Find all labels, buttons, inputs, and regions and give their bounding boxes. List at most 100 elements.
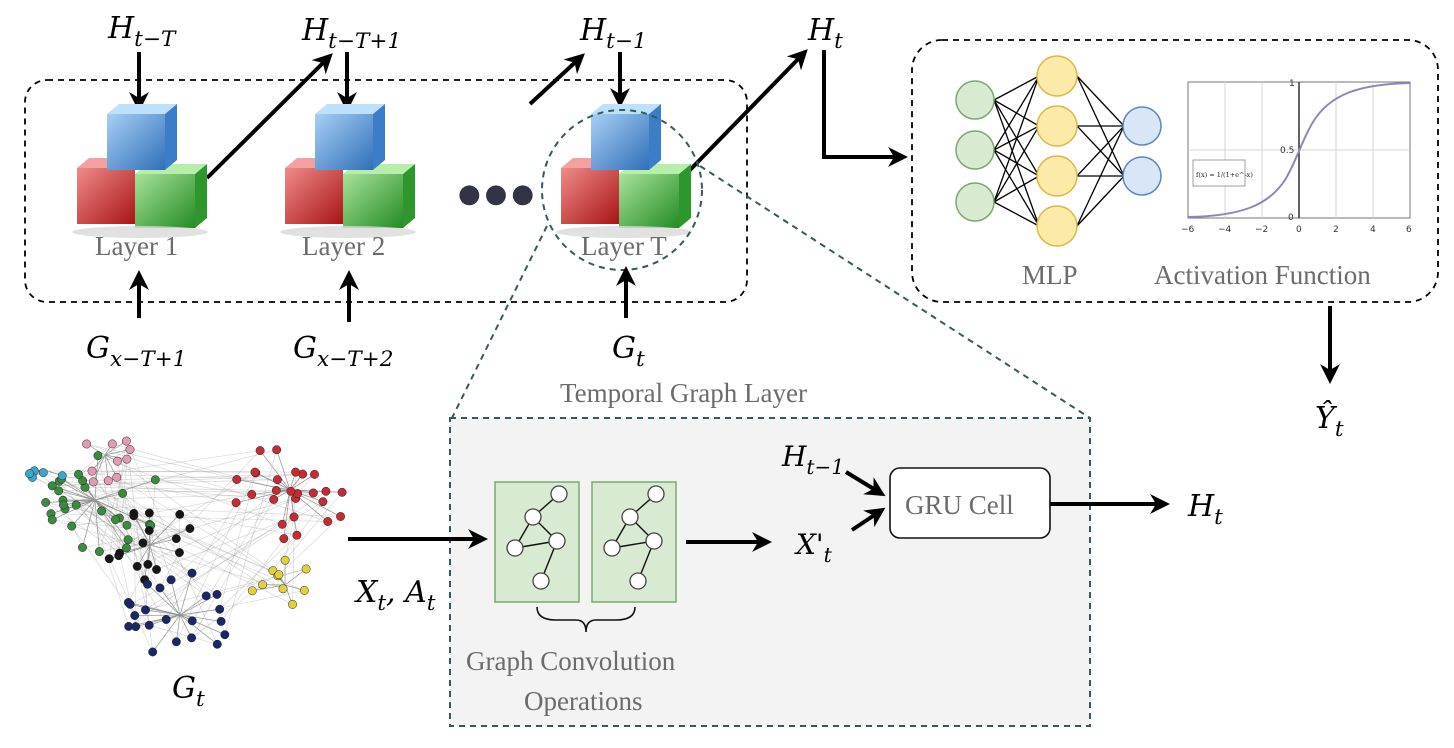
gru-cell-label: GRU Cell [905,490,1014,520]
network-node [124,621,134,631]
network-node [88,477,98,487]
layer-1-label: Layer 1 [95,231,178,261]
graph-conv-label-line1: Graph Convolution [466,646,676,676]
zoom-line-right [699,165,1091,419]
network-node [144,508,154,518]
g-x-minus-T-plus-2-label: Gx−T+2 [293,331,393,372]
h-t-minus-1-label: Ht−1 [579,13,647,54]
network-node [143,579,152,589]
y-tick-1: 1 [1289,79,1295,89]
network-node [144,526,154,535]
network-node [280,555,290,565]
arrow-layerT-to-ht [686,49,808,174]
x-prime-t-label: X't [794,528,833,567]
ellipsis-dots: ●●● [458,179,538,209]
network-node [279,534,289,544]
g-t-bottom-label: Gt [172,671,205,712]
network-node [125,445,135,455]
mlp-network [955,55,1162,247]
network-node [321,486,331,496]
network-node [25,469,34,479]
network-node [336,512,345,521]
y-hat-t-label: Ŷt [1315,400,1344,442]
network-node [274,570,284,580]
network-node [93,451,103,461]
network-node [129,508,139,518]
network-node [155,583,165,593]
network-node [299,585,309,595]
arrow-to-h-t-minus-1 [528,53,585,106]
network-node [174,548,184,558]
network-node [171,534,181,544]
mlp-label: MLP [1022,260,1078,290]
network-node [247,489,257,499]
network-node [115,548,125,558]
x-tick-neg2: −2 [1255,225,1268,235]
layer-T-cubes [556,104,692,238]
network-node [118,488,128,498]
network-node [87,466,97,476]
network-node [123,535,133,545]
network-node [104,554,114,564]
network-node [132,561,142,571]
network-node [161,615,171,624]
layer-2-label: Layer 2 [302,231,385,261]
network-node [121,436,131,446]
network-node [323,517,333,526]
h-t-minus-T-plus-1-label: Ht−T+1 [301,13,401,54]
network-node [220,630,230,640]
network-node [272,445,282,455]
network-node [78,543,87,552]
network-node [74,469,83,479]
network-node [271,485,281,495]
network-node [59,500,68,510]
network-node [269,494,279,504]
network-node [166,575,176,585]
h-t-bottom-label: Ht [1187,489,1223,530]
arrow-layer1-to-h [205,53,333,180]
network-node [187,616,197,626]
network-node [67,521,77,531]
network-node [111,515,120,525]
activation-function-label: Activation Function [1154,260,1371,290]
network-node [216,616,226,626]
y-tick-0: 0 [1288,213,1294,223]
network-node [141,605,150,615]
network-node [318,497,328,507]
network-node [152,565,161,574]
layer-1-cubes [72,104,208,238]
network-node [148,647,158,657]
network-node [258,580,268,590]
network-node [94,547,104,557]
network-node [112,472,122,482]
network-node [301,564,311,574]
arrow-x-to-gru [850,507,886,532]
network-node [187,568,197,578]
network-node [337,487,347,497]
network-node [47,481,57,491]
arrow-ht-to-mlp [822,50,908,167]
network-node [41,498,51,507]
network-node [288,599,297,609]
network-node [150,475,160,485]
network-node [289,512,299,522]
layer-2-cubes [280,104,416,238]
temporal-graph-layer-title: Temporal Graph Layer [560,378,807,408]
graph-conv-op-2 [591,481,677,603]
x-tick-0: 0 [1296,225,1302,235]
h-t-top-label: Ht [807,13,843,54]
graph-conv-label-line2: Operations [524,686,642,716]
network-node [310,469,319,479]
network-node [201,591,211,601]
network-node [113,456,122,466]
network-node [123,598,133,607]
arrow-h-to-gru [844,470,886,497]
network-node [175,509,185,519]
network-node [286,486,296,496]
network-node [212,639,222,649]
sigmoid-curve [1187,82,1411,218]
network-node [185,524,195,533]
graph-conv-brace [536,606,636,633]
x-tick-4: 4 [1370,225,1376,235]
